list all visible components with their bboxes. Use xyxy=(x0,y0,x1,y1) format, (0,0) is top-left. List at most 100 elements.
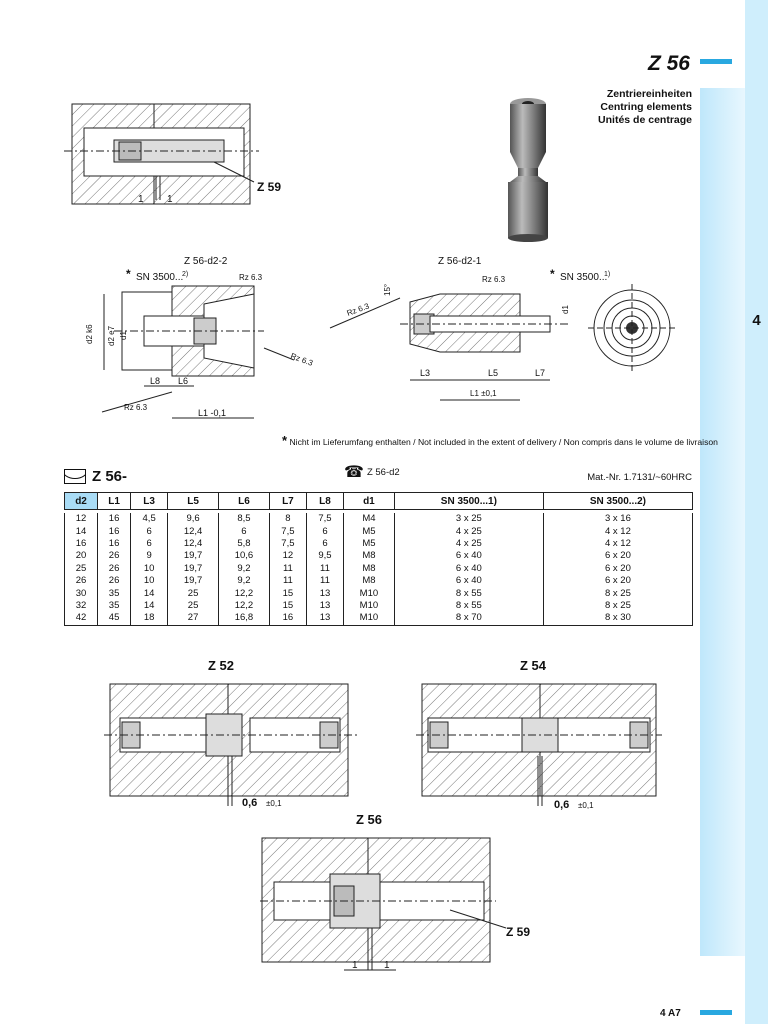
table-cell: M8 xyxy=(343,550,395,563)
d2-2-rz-top: Rz 6.3 xyxy=(239,273,263,282)
subtitles: Zentriereinheiten Centring elements Unit… xyxy=(560,88,692,127)
table-cell: 4 x 25 xyxy=(393,537,544,551)
table-cell: 26 xyxy=(97,562,132,575)
dimension-table: d2 L1 L3 L5 L6 L7 L8 d1 SN 3500...1) SN … xyxy=(63,492,694,626)
table-cell: 16 xyxy=(268,612,307,626)
col-header: L1 xyxy=(97,492,132,510)
table-cell: 12,4 xyxy=(167,525,220,538)
table-cell: M4 xyxy=(343,513,395,526)
table-cell: 14 xyxy=(130,587,169,600)
d2-1-sn-sup: 1) xyxy=(604,271,610,278)
z52-title: Z 52 xyxy=(208,658,234,673)
table-cell: 6 x 20 xyxy=(542,574,694,588)
d2-2-l1: L1 -0,1 xyxy=(198,408,226,418)
dim-right: 1 xyxy=(167,194,173,205)
table-cell: 3 x 25 xyxy=(393,513,544,526)
table-cell: M10 xyxy=(343,587,395,600)
table-cell: 20 xyxy=(63,550,99,563)
table-cell: 3 x 16 xyxy=(542,513,694,526)
table-cell: 6 xyxy=(305,525,345,538)
table-cell: 5,8 xyxy=(218,537,270,551)
d2-1-l3: L3 xyxy=(420,368,430,378)
table-cell: 12 xyxy=(268,550,307,563)
table-cell: 8,5 xyxy=(218,513,270,526)
drawing-d2-2: Z 56-d2-2 * SN 3500... 2) Rz 6.3 d2 k6 d… xyxy=(85,256,315,419)
subtitle-fr: Unités de centrage xyxy=(598,114,692,126)
subtitle-de: Zentriereinheiten xyxy=(606,88,692,100)
table-cell: 7,5 xyxy=(268,537,307,551)
drawing-d2-1: Z 56-d2-1 * SN 3500... 1) Rz 6.3 15° Rz … xyxy=(329,256,676,401)
table-cell: 25 xyxy=(167,599,220,613)
col-header: L7 xyxy=(268,492,307,510)
order-code: Z 56- xyxy=(64,468,127,485)
col-header: SN 3500...1) xyxy=(393,492,544,510)
table-cell: 16 xyxy=(63,537,99,551)
table-cell: 19,7 xyxy=(167,574,220,588)
d2-2-rz-right: Rz 6.3 xyxy=(289,351,314,368)
table-cell: M8 xyxy=(343,574,395,588)
table-cell: 35 xyxy=(97,599,132,613)
z52-tol: ±0,1 xyxy=(266,799,282,808)
z52-dim: 0,6 xyxy=(242,797,257,809)
table-cell: 32 xyxy=(63,599,99,613)
table-cell: 4,5 xyxy=(130,513,169,526)
table-cell: 8 x 55 xyxy=(393,587,544,600)
table-cell: 6 xyxy=(130,525,169,538)
table-header-row: d2 L1 L3 L5 L6 L7 L8 d1 SN 3500...1) SN … xyxy=(63,492,694,510)
z54-tol: ±0,1 xyxy=(578,801,594,810)
footer-accent-bar xyxy=(700,1010,732,1015)
col-header: L6 xyxy=(218,492,270,510)
table-cell: 7,5 xyxy=(268,525,307,538)
table-cell: 4 x 12 xyxy=(542,525,694,538)
table-cell: 12,2 xyxy=(218,587,270,600)
table-cell: 30 xyxy=(63,587,99,600)
table-cell: 16 xyxy=(97,513,132,526)
z54-dim: 0,6 xyxy=(554,799,569,811)
table-cell: 6 x 20 xyxy=(542,562,694,575)
table-cell: 45 xyxy=(97,612,132,626)
d2-2-rz-bottom: Rz 6.3 xyxy=(124,403,148,412)
table-cell: 9,6 xyxy=(167,513,220,526)
envelope-icon xyxy=(64,469,86,484)
drawing-z54: Z 54 0,6 ±0,1 xyxy=(416,658,662,811)
table-cell: 14 xyxy=(130,599,169,613)
phone-order: ☎ Z 56-d2 xyxy=(344,462,400,482)
table-cell: 25 xyxy=(63,562,99,575)
table-cell: 19,7 xyxy=(167,550,220,563)
d2-2-d1: d1 xyxy=(119,331,128,340)
table-cell: 13 xyxy=(305,587,345,600)
table-cell: 6 x 40 xyxy=(393,550,544,563)
side-strip xyxy=(745,0,768,1024)
table-cell: 8 x 25 xyxy=(542,587,694,600)
table-cell: 14 xyxy=(63,525,99,538)
table-cell: 10 xyxy=(130,574,169,588)
subtitle-en: Centring elements xyxy=(600,101,692,113)
table-cell: 35 xyxy=(97,587,132,600)
table-cell: 6 xyxy=(218,525,270,538)
table-cell: 4 x 12 xyxy=(542,537,694,551)
table-cell: 4 x 25 xyxy=(393,525,544,538)
d2-2-title: Z 56-d2-2 xyxy=(184,256,228,267)
table-cell: 25 xyxy=(167,587,220,600)
d2-2-d2: d2 k6 xyxy=(85,324,94,344)
col-header: SN 3500...2) xyxy=(542,492,694,510)
drawing-z52: Z 52 0,6 ±0,1 xyxy=(104,658,358,809)
table-cell: 13 xyxy=(305,612,345,626)
table-cell: 6 xyxy=(305,537,345,551)
note-text: Nicht im Lieferumfang enthalten / Not in… xyxy=(289,437,718,447)
d2-1-star: * xyxy=(550,267,555,281)
table-cell: 11 xyxy=(268,574,307,588)
table-cell: 8 x 55 xyxy=(393,599,544,613)
d2-2-sn: SN 3500... xyxy=(136,272,183,283)
d2-2-l6: L6 xyxy=(178,376,188,386)
d2-1-sn: SN 3500... xyxy=(560,272,607,283)
material-spec: Mat.-Nr. 1.7131/~60HRC xyxy=(587,472,692,483)
chapter-tab xyxy=(700,88,745,956)
table-cell: 12,2 xyxy=(218,599,270,613)
z56-title: Z 56 xyxy=(356,812,382,827)
